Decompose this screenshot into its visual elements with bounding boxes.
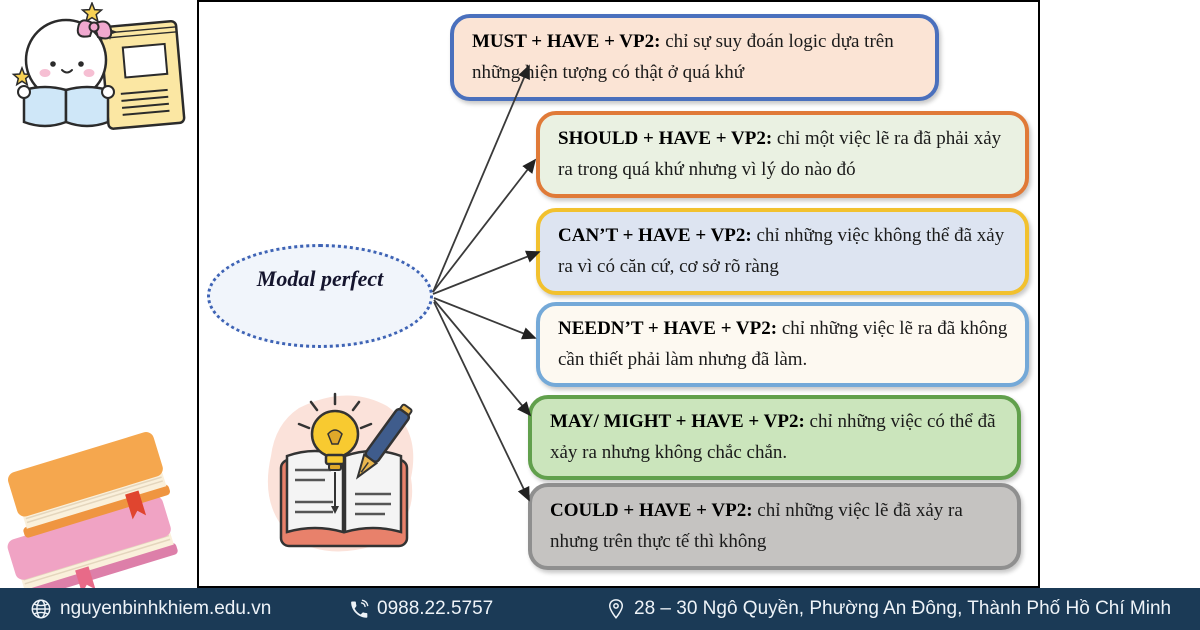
modal-box-title: NEEDN’T + HAVE + VP2: — [558, 318, 778, 340]
modal-box-desc: chỉ sự suy đoán logic dựa trên những hiệ… — [472, 31, 894, 83]
modal-box-must: MUST + HAVE + VP2: chỉ sự suy đoán logic… — [450, 14, 939, 101]
modal-box-title: CAN’T + HAVE + VP2: — [558, 225, 752, 247]
footer-address-text: 28 – 30 Ngô Quyền, Phường An Đông, Thành… — [634, 598, 1172, 619]
modal-box-title: SHOULD + HAVE + VP2: — [558, 128, 773, 150]
notebook-idea-illustration — [267, 392, 414, 552]
phone-icon — [348, 599, 369, 620]
modal-box-could: COULD + HAVE + VP2: chỉ những việc lẽ đã… — [528, 483, 1021, 570]
modal-box-text: MUST + HAVE + VP2: chỉ sự suy đoán logic… — [472, 27, 921, 87]
modal-box-desc: chỉ những việc lẽ đã xảy ra nhưng trên t… — [550, 500, 963, 552]
modal-box-text: NEEDN’T + HAVE + VP2: chỉ những việc lẽ … — [558, 314, 1011, 374]
pink-bow-icon — [76, 19, 113, 40]
modal-box-text: SHOULD + HAVE + VP2: chỉ một việc lẽ ra … — [558, 124, 1011, 184]
arrow-to-may-might — [433, 299, 532, 417]
footer-phone: 0988.22.5757 — [348, 588, 493, 630]
modal-box-text: CAN’T + HAVE + VP2: chỉ những việc không… — [558, 221, 1011, 281]
footer-website: nguyenbinhkhiem.edu.vn — [30, 588, 271, 630]
footer-website-text: nguyenbinhkhiem.edu.vn — [60, 598, 272, 619]
modal-box-desc: chỉ những việc có thể đã xảy ra nhưng kh… — [550, 411, 996, 463]
footer-phone-text: 0988.22.5757 — [377, 598, 494, 619]
globe-icon — [30, 598, 52, 620]
blue-book-icon — [17, 85, 115, 128]
pen-icon — [355, 403, 413, 480]
stacked-books-illustration — [7, 432, 178, 588]
reading-character-illustration — [11, 2, 186, 130]
yellow-notebook-icon — [99, 20, 186, 130]
modal-perfect-node: Modal perfect — [207, 244, 433, 348]
modal-box-desc: chỉ những việc lẽ ra đã không cần thiết … — [558, 318, 1008, 370]
modal-box-should: SHOULD + HAVE + VP2: chỉ một việc lẽ ra … — [536, 111, 1029, 198]
modal-box-title: MAY/ MIGHT + HAVE + VP2: — [550, 411, 805, 433]
arrow-to-could — [433, 301, 530, 502]
modal-box-neednt: NEEDN’T + HAVE + VP2: chỉ những việc lẽ … — [536, 302, 1029, 387]
pink-book-icon — [7, 496, 178, 588]
arrow-to-should — [432, 158, 537, 293]
modal-perfect-label: Modal perfect — [256, 266, 384, 291]
modal-box-text: MAY/ MIGHT + HAVE + VP2: chỉ những việc … — [550, 407, 1003, 467]
lightbulb-icon — [297, 392, 373, 514]
modal-box-title: COULD + HAVE + VP2: — [550, 500, 753, 522]
modal-box-text: COULD + HAVE + VP2: chỉ những việc lẽ đã… — [550, 496, 1003, 556]
arrow-to-neednt — [433, 297, 537, 340]
modal-box-desc: chỉ những việc không thể đã xảy ra vì có… — [558, 225, 1005, 277]
location-pin-icon — [606, 598, 626, 620]
footer: nguyenbinhkhiem.edu.vn 0988.22.5757 28 –… — [0, 588, 1200, 630]
modal-box-desc: chỉ một việc lẽ ra đã phải xảy ra trong … — [558, 128, 1002, 180]
modal-box-may-might: MAY/ MIGHT + HAVE + VP2: chỉ những việc … — [528, 395, 1021, 480]
diagram-panel: Modal perfect MUST + HAVE + VP2: chỉ sự … — [197, 0, 1040, 588]
modal-box-title: MUST + HAVE + VP2: — [472, 31, 661, 53]
open-book-icon — [279, 449, 409, 548]
orange-book-icon — [8, 432, 170, 538]
arrow-to-cant — [432, 250, 541, 295]
star-icon — [80, 2, 104, 24]
modal-box-cant: CAN’T + HAVE + VP2: chỉ những việc không… — [536, 208, 1029, 295]
footer-address: 28 – 30 Ngô Quyền, Phường An Đông, Thành… — [606, 588, 1171, 630]
